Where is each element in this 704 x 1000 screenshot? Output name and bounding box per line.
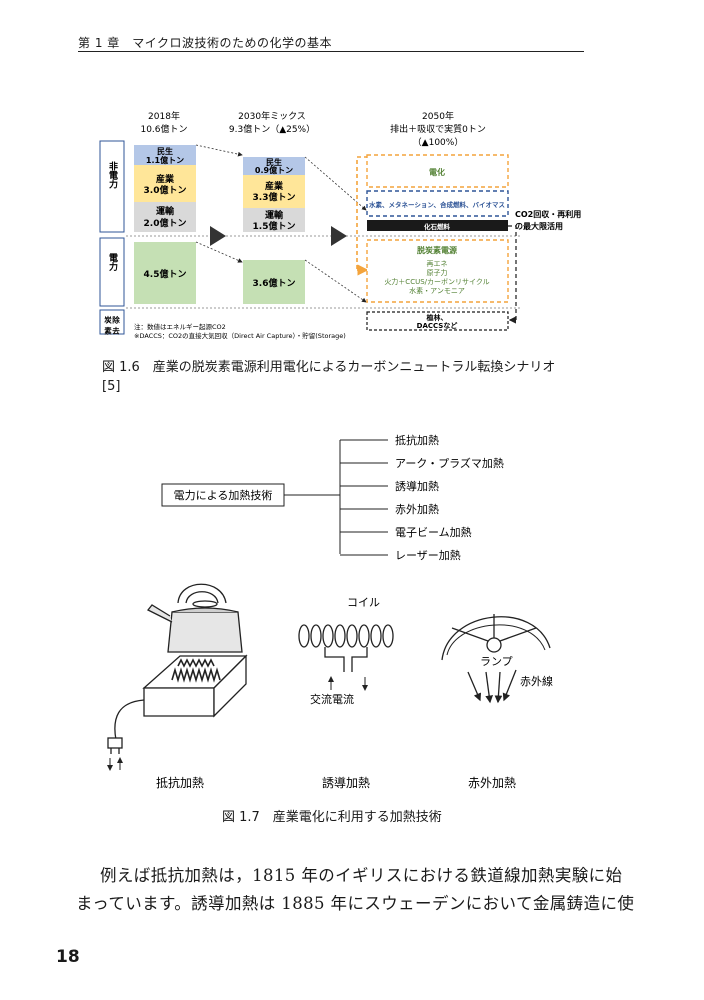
bar-2018-unyu — [134, 202, 196, 232]
box-2050-removal — [366, 311, 509, 331]
tree-branch-3: 誘導加熱 — [395, 479, 439, 493]
svg-text:運輸: 運輸 — [265, 209, 284, 221]
col-2030-year: 2030年ミックス — [238, 110, 306, 122]
svg-text:火力＋CCUS/カーボンリサイクル: 火力＋CCUS/カーボンリサイクル — [384, 277, 489, 286]
lamp-label: ランプ — [480, 655, 513, 668]
row-label-power: 電力 — [107, 253, 118, 272]
svg-text:脱炭素電源: 脱炭素電源 — [417, 245, 457, 255]
col-2050-total: 排出＋吸収で実質0トン — [390, 123, 486, 135]
note-1: 注：数値はエネルギー起源CO2 — [134, 322, 226, 331]
figure-1-7-tree: 電力による加熱技術 抵抗加熱 アーク・プラズマ加熱 誘導加熱 赤外加熱 電子ビー… — [161, 433, 504, 562]
row-label-box-removal — [99, 309, 125, 335]
heating-coil-icon — [171, 667, 221, 683]
svg-text:2.0億トン: 2.0億トン — [144, 217, 187, 229]
svg-text:民生: 民生 — [266, 157, 282, 167]
illustration-label-resistance: 抵抗加熱 — [156, 775, 204, 790]
row-label-nonpower: 非電力 — [107, 160, 118, 189]
svg-text:0.9億トン: 0.9億トン — [255, 165, 293, 175]
figure-1-6-caption-line2: [5] — [102, 379, 121, 394]
row-label-removal-2: 除 — [111, 315, 120, 325]
box-2050-fossil — [367, 220, 508, 231]
svg-text:植林、: 植林、 — [426, 313, 448, 322]
svg-text:3.6億トン: 3.6億トン — [253, 277, 296, 289]
bar-2018-power — [134, 242, 196, 304]
svg-text:化石燃料: 化石燃料 — [424, 222, 451, 231]
row-label-box-power — [99, 237, 125, 307]
infrared-heating-illustration — [441, 614, 551, 704]
tree-branch-2: アーク・プラズマ加熱 — [395, 456, 504, 470]
svg-text:産業: 産業 — [156, 173, 175, 185]
figure-1-6-caption: 図 1.6 産業の脱炭素電源利用電化によるカーボンニュートラル転換シナリオ [5… — [102, 358, 555, 396]
figure-1-6-and-1-7: 非電力 電力 炭 除 去 素 2018年 10.6億トン 民生 1.1億トン 産… — [99, 110, 581, 790]
body-paragraph-line2: まっています。誘導加熱は 1885 年にスウェーデンにおいて金属鋳造に使 — [76, 894, 635, 913]
page-number: 18 — [56, 947, 80, 967]
svg-text:水素、メタネーション、合成燃料、バイオマス: 水素、メタネーション、合成燃料、バイオマス — [369, 200, 505, 209]
figure-1-6-caption-line1: 図 1.6 産業の脱炭素電源利用電化によるカーボンニュートラル転換シナリオ — [102, 360, 556, 375]
co2-note-1: CO2回収・再利用 — [515, 209, 581, 219]
running-header: 第 1 章 マイクロ波技術のための化学の基本 — [78, 36, 333, 50]
power-cord-icon — [114, 699, 145, 741]
svg-text:水素・アンモニア: 水素・アンモニア — [409, 286, 465, 295]
plug-icon — [107, 737, 123, 749]
svg-text:運輸: 運輸 — [156, 205, 175, 217]
box-2050-denka — [366, 154, 509, 188]
bar-2030-unyu — [243, 208, 305, 232]
col-2018-year: 2018年 — [148, 110, 180, 122]
header-rule — [78, 51, 584, 52]
svg-text:再エネ: 再エネ — [427, 260, 448, 268]
svg-text:原子力: 原子力 — [427, 268, 448, 277]
col-2050-pct: （▲100%） — [413, 137, 464, 148]
svg-text:3.0億トン: 3.0億トン — [144, 184, 187, 196]
infrared-label: 赤外線 — [520, 674, 553, 688]
co2-note-2: の最大限活用 — [515, 221, 563, 231]
note-2: ※DACCS：CO2の直接大気回収（Direct Air Capture）・貯留… — [134, 331, 346, 340]
induction-heating-illustration — [298, 624, 394, 691]
bar-2018-sangyo — [134, 165, 196, 202]
svg-text:電化: 電化 — [429, 167, 445, 177]
svg-text:3.3億トン: 3.3億トン — [253, 191, 296, 203]
resistance-heating-illustration — [107, 583, 248, 771]
tree-branch-4: 赤外加熱 — [395, 503, 439, 516]
body-paragraph-line1: 例えば抵抗加熱は，1815 年のイギリスにおける鉄道線加熱実験に始 — [100, 866, 623, 885]
illustration-label-infrared: 赤外加熱 — [468, 776, 516, 790]
svg-text:去: 去 — [111, 326, 120, 336]
kettle-body-icon — [167, 611, 243, 653]
box-2050-fuels — [366, 190, 509, 217]
svg-text:1.1億トン: 1.1億トン — [146, 155, 184, 165]
svg-text:民生: 民生 — [157, 146, 173, 156]
col-2030-total: 9.3億トン（▲25%） — [229, 123, 315, 135]
row-label-removal-1: 炭 — [103, 315, 112, 325]
svg-text:DACCSなど: DACCSなど — [417, 321, 458, 330]
row-label-box-nonpower — [99, 140, 125, 233]
bar-2030-power — [243, 260, 305, 304]
tree-branch-5: 電子ビーム加熱 — [395, 526, 472, 539]
coil-label: コイル — [347, 596, 380, 609]
col-2018-total: 10.6億トン — [140, 123, 187, 135]
box-2050-decarb — [366, 239, 509, 303]
bar-2018-minsei — [134, 145, 196, 165]
col-2050-year: 2050年 — [422, 110, 454, 122]
bar-2030-sangyo — [243, 175, 305, 208]
coil-icon — [298, 624, 394, 648]
figure-1-7-caption: 図 1.7 産業電化に利用する加熱技術 — [222, 810, 442, 825]
current-label: 交流電流 — [310, 692, 354, 706]
svg-text:1.5億トン: 1.5億トン — [253, 220, 296, 232]
bar-2030-minsei — [243, 157, 305, 175]
svg-text:素: 素 — [103, 326, 112, 336]
tree-root-label: 電力による加熱技術 — [174, 489, 273, 502]
svg-text:産業: 産業 — [265, 180, 284, 192]
svg-text:4.5億トン: 4.5億トン — [144, 268, 187, 280]
tree-branch-6: レーザー加熱 — [395, 549, 461, 562]
figure-1-6: 非電力 電力 炭 除 去 素 2018年 10.6億トン 民生 1.1億トン 産… — [99, 110, 581, 340]
illustration-label-induction: 誘導加熱 — [322, 776, 370, 790]
reflector-icon — [441, 616, 551, 661]
tree-branch-1: 抵抗加熱 — [395, 433, 439, 447]
lamp-icon — [486, 637, 502, 653]
kettle-handle-icon — [177, 583, 227, 604]
